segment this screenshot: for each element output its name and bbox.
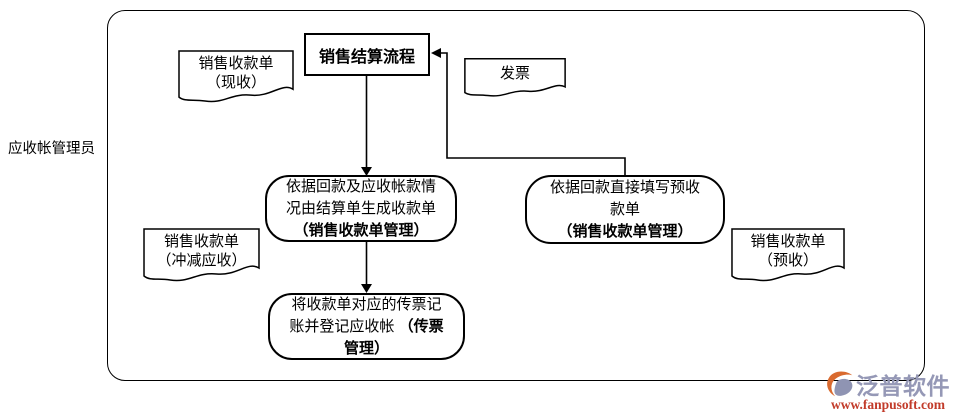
process-system-label: （传票管理） — [343, 317, 444, 357]
logo-url-link[interactable]: www.fanpusoft.com — [831, 397, 946, 412]
document-label: （现收） — [205, 74, 266, 91]
document-shape-icon — [143, 228, 260, 282]
fanpu-logo-icon — [827, 371, 853, 397]
process-system-label: （销售收款单管理） — [557, 222, 693, 240]
process-prepay-receipt: 依据回款直接填写预收款单 （销售收款单管理） — [525, 175, 725, 244]
document-label: 销售收款单 — [198, 55, 274, 72]
process-text: 依据回款直接填写预收款单 — [549, 178, 700, 218]
document-label: 销售收款单 — [163, 233, 239, 250]
fanpu-logo: 泛普软件 www.fanpusoft.com — [822, 366, 954, 414]
process-system-label: （销售收款单管理） — [293, 221, 429, 239]
diagram-frame — [107, 10, 925, 381]
document-shape-icon — [731, 228, 845, 282]
document-invoice: 发票 — [464, 58, 566, 97]
actor-label: 应收帐管理员 — [8, 141, 95, 157]
document-label: （冲减应收） — [156, 252, 247, 269]
process-text: 将收款单对应的传票记账并登记应收帐 — [289, 295, 442, 335]
document-label: （预收） — [757, 252, 818, 269]
logo-name: 泛普软件 — [856, 373, 950, 399]
process-voucher-booking: 将收款单对应的传票记账并登记应收帐 （传票管理） — [268, 293, 465, 360]
document-sales-receipt-cash: 销售收款单 （现收） — [178, 50, 294, 103]
title-box: 销售结算流程 — [304, 33, 430, 76]
document-shape-icon — [178, 50, 294, 103]
document-shape-icon — [464, 58, 566, 97]
document-label: 发票 — [499, 65, 530, 82]
process-text: 依据回款及应收帐款情况由结算单生成收款单 — [285, 177, 436, 217]
process-generate-receipt: 依据回款及应收帐款情况由结算单生成收款单 （销售收款单管理） — [265, 175, 457, 242]
document-sales-receipt-prepaid: 销售收款单 （预收） — [731, 228, 845, 282]
document-label: 销售收款单 — [750, 233, 826, 250]
document-sales-receipt-offset: 销售收款单 （冲减应收） — [143, 228, 260, 282]
